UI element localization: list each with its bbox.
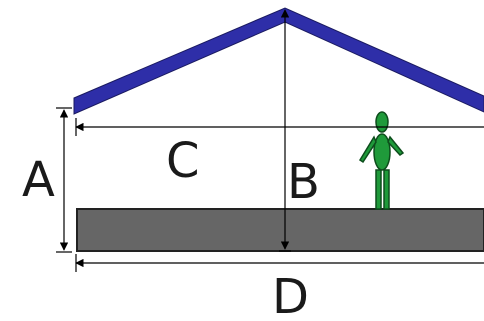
person-figure (358, 111, 405, 210)
person-leg-left (375, 169, 382, 210)
label-b: B (287, 154, 320, 210)
label-d: D (272, 269, 309, 321)
person-arm-left (358, 135, 377, 164)
person-head (375, 111, 389, 133)
label-a: A (22, 152, 55, 208)
floor-slab (76, 208, 484, 252)
person-leg-right (383, 169, 390, 210)
person-arm-right (387, 135, 405, 156)
roof (73, 7, 484, 115)
label-c: C (166, 133, 200, 189)
person-torso (373, 133, 391, 171)
